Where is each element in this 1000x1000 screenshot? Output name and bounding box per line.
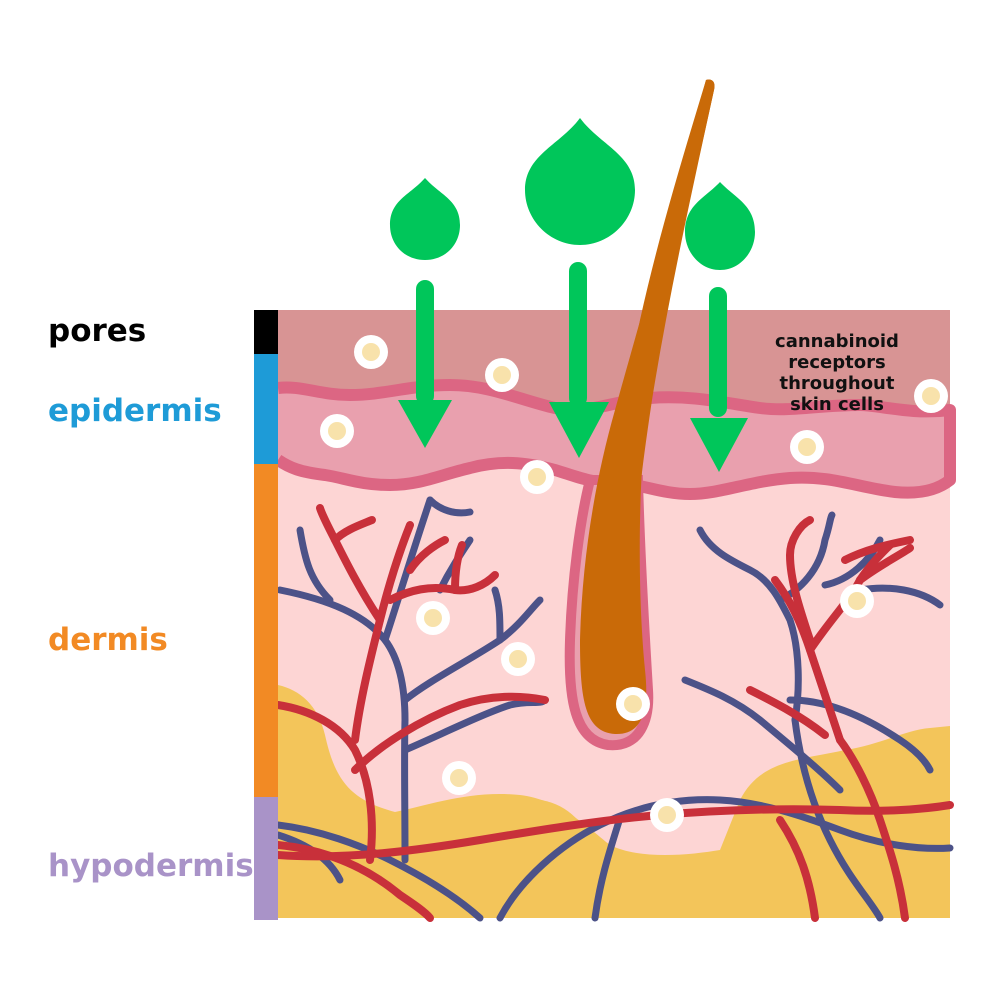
epidermis-label: epidermis [48,393,222,429]
dermis-bar [254,464,278,797]
arteries [274,504,954,922]
receptor-cell-icon [914,379,948,413]
pores-bar [254,310,278,354]
pores-label: pores [48,313,147,349]
epidermis-bar [254,354,278,464]
receptor-cell-icon [485,358,519,392]
hypodermis-label: hypodermis [48,848,254,884]
receptor-cells [320,335,948,832]
cannabinoid-drop-icon [390,178,460,260]
receptor-cell-icon [501,642,535,676]
annotation-line: cannabinoid [775,331,899,352]
receptor-cell-icon [320,414,354,448]
receptor-cell-icon [840,584,874,618]
veins [274,496,954,922]
down-arrow-icon [398,280,452,448]
annotation-line: throughout [779,373,895,394]
pore-layer [278,310,950,412]
receptor-cell-icon [520,460,554,494]
annotation-line: skin cells [790,394,884,415]
receptor-cell-icon [616,687,650,721]
hair-shaft [612,79,715,491]
cannabinoid-drop-icon [685,182,755,270]
receptor-cell-icon [790,430,824,464]
receptor-cell-icon [354,335,388,369]
dermis-label: dermis [48,622,168,658]
cannabinoid-drop-icon [525,118,635,245]
receptor-annotation: cannabinoid receptors throughout skin ce… [762,331,912,415]
layer-indicator-bar [254,310,278,920]
absorption-arrows [398,262,748,472]
annotation-line: receptors [788,352,886,373]
receptor-cell-icon [442,761,476,795]
receptor-cell-icon [650,798,684,832]
hypodermis-bar [254,797,278,920]
cannabinoid-drops [390,118,755,270]
receptor-cell-icon [416,601,450,635]
down-arrow-icon [690,287,748,472]
down-arrow-icon [549,262,609,458]
